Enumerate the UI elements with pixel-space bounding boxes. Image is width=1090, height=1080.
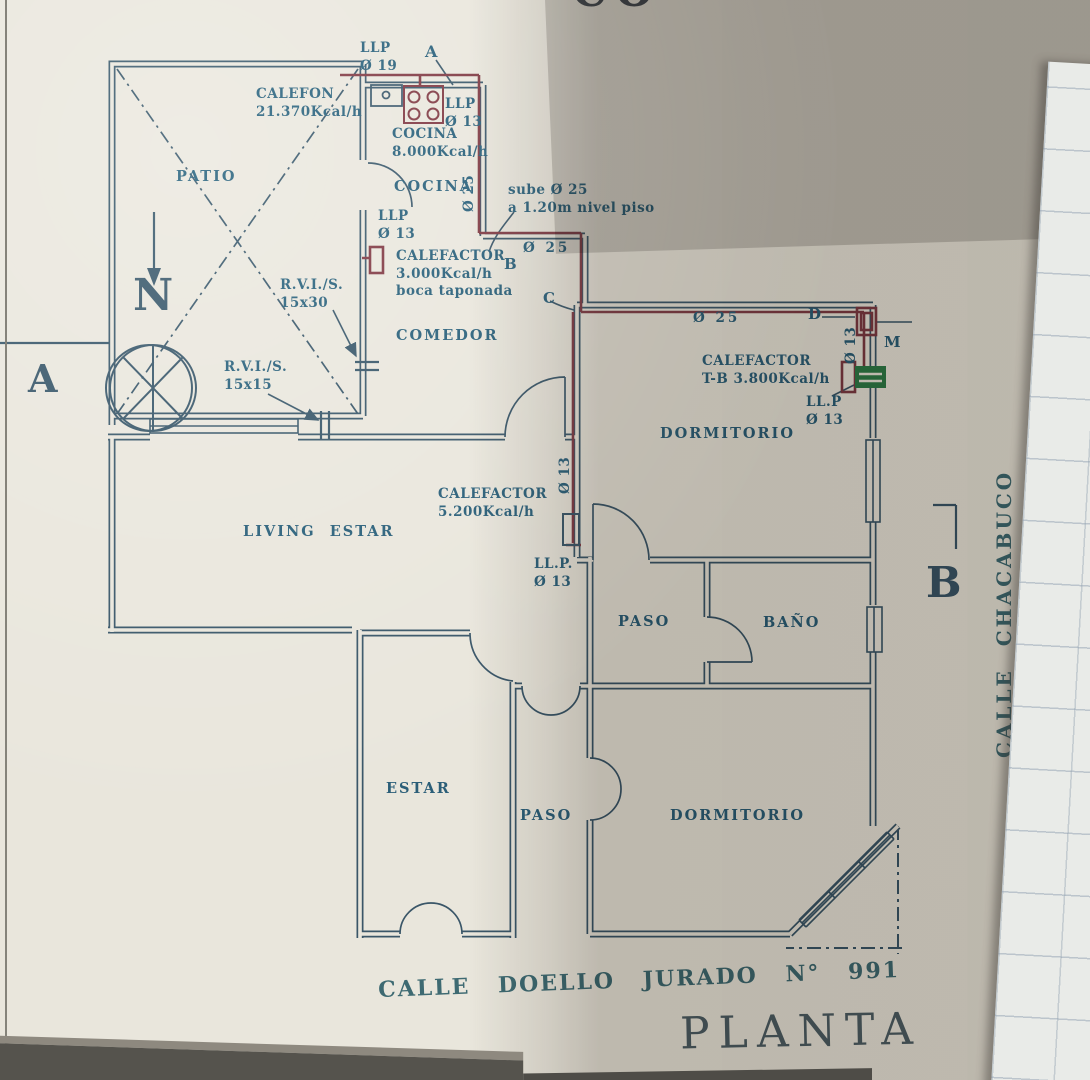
annotation-rvi-s-1530: R.V.I./S. 15x30 <box>280 277 343 312</box>
room-dormitorio-front: DORMITORIO <box>660 425 795 444</box>
annotation-llp-19: LLP Ø 19 <box>360 40 397 75</box>
room-cocina: COCINA <box>394 178 473 197</box>
room-estar: ESTAR <box>386 780 451 799</box>
point-d-label: D <box>808 305 822 325</box>
annotation-calefon: CALEFON 21.370Kcal/h <box>256 86 362 121</box>
annotation-llp-13-cocina: LLP Ø 13 <box>445 96 482 131</box>
room-patio: PATIO <box>176 168 237 187</box>
annotation-calefactor-living: CALEFACTOR 5.200Kcal/h <box>438 486 547 521</box>
annotation-diam-25-main: Ø 25 <box>693 310 740 328</box>
room-paso-back: PASO <box>520 807 572 826</box>
section-a-label: A <box>28 360 57 398</box>
annotation-calefactor-comedor: CALEFACTOR 3.000Kcal/h boca taponada <box>396 248 513 301</box>
annotation-llp-13-living: LL.P. Ø 13 <box>534 556 573 591</box>
point-b-label: B <box>504 255 517 275</box>
annotation-cocina-power: COCINA 8.000Kcal/h <box>392 126 488 161</box>
annotation-rvi-s-1515: R.V.I./S. 15x15 <box>224 359 287 394</box>
meter-label: M <box>884 333 901 353</box>
annotation-llp-13-dorm: LL.P Ø 13 <box>806 394 843 429</box>
room-living: LIVING ESTAR <box>243 523 395 542</box>
room-banio: BAÑO <box>763 614 820 633</box>
underlying-sheet-edge <box>5 0 7 1080</box>
north-indicator: N <box>133 274 173 318</box>
cropped-header-text: CO <box>572 0 712 13</box>
room-comedor: COMEDOR <box>396 327 499 346</box>
point-a-label: A <box>425 42 438 63</box>
room-paso-front: PASO <box>618 613 670 632</box>
room-dormitorio-back: DORMITORIO <box>670 807 805 826</box>
annotation-llp-13-puerta: LLP Ø 13 <box>378 208 415 243</box>
section-b-label: B <box>926 562 962 604</box>
point-c-label: C <box>543 289 555 309</box>
annotation-diam-25-b: Ø 25 <box>523 240 570 258</box>
annotation-calefactor-tb: CALEFACTOR T-B 3.800Kcal/h <box>702 353 830 388</box>
annotation-sube: sube Ø 25 a 1.20m nivel piso <box>508 182 655 217</box>
